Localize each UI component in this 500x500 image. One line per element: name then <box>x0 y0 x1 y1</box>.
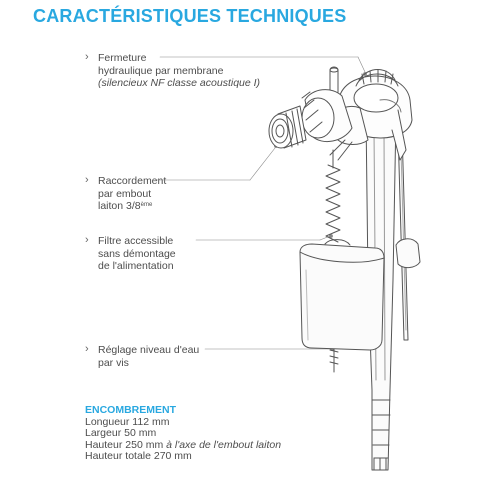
chevron-right-icon: › <box>85 343 89 355</box>
float <box>299 239 385 351</box>
dimension-text: Hauteur 250 mm <box>85 438 167 451</box>
feature-line: de l'alimentation <box>98 260 174 272</box>
side-clip <box>395 238 421 269</box>
feature-line: Filtre accessible <box>98 235 174 247</box>
dimension-item: Largeur 50 mm <box>85 427 281 440</box>
feature-line: Fermeture <box>98 52 147 64</box>
feature-fermeture: › Fermeture hydraulique par membrane (si… <box>85 51 261 90</box>
feature-reglage: › Réglage niveau d'eau par vis <box>85 343 200 369</box>
dimension-note: à l'axe de l'embout laiton <box>166 438 282 451</box>
guide-rail <box>397 129 409 341</box>
feature-line: par embout <box>98 187 152 200</box>
dimension-item: Hauteur totale 270 mm <box>85 451 281 463</box>
feature-filtre: › Filtre accessible sans démontage de l'… <box>85 234 176 273</box>
feature-line: hydraulique par membrane <box>98 64 224 77</box>
dimension-item: Hauteur 250 mm à l'axe de l'embout laito… <box>85 438 282 452</box>
feature-line: Raccordement <box>98 175 167 187</box>
adjustment-spring <box>325 149 341 373</box>
encombrement-block: ENCOMBREMENT Longueur 112 mm Largeur 50 … <box>85 404 282 463</box>
chevron-right-icon: › <box>85 174 89 186</box>
chevron-right-icon: › <box>85 51 89 63</box>
feature-line-with-sup: laiton 3/8ème <box>98 200 166 213</box>
chevron-right-icon: › <box>85 234 89 246</box>
encombrement-heading: ENCOMBREMENT <box>85 404 176 416</box>
superscript: ème <box>140 202 153 208</box>
feature-note: (silencieux NF classe acoustique I) <box>98 77 261 89</box>
dimension-text: Largeur 50 mm <box>85 427 157 440</box>
dimension-text: Longueur 112 mm <box>85 415 170 428</box>
dimension-item: Longueur 112 mm <box>85 415 281 429</box>
leader-lines <box>155 56 367 351</box>
feature-raccordement: › Raccordement par embout laiton 3/8ème <box>85 174 167 213</box>
dimension-text: Hauteur totale 270 mm <box>85 450 192 463</box>
feature-line: sans démontage <box>98 247 176 260</box>
feature-line: Réglage niveau d'eau <box>98 344 200 356</box>
page-title: CARACTÉRISTIQUES TECHNIQUES <box>33 6 347 26</box>
inlet-connector <box>268 89 353 149</box>
feature-line: laiton 3/8 <box>98 200 141 212</box>
feature-line: par vis <box>98 356 129 369</box>
